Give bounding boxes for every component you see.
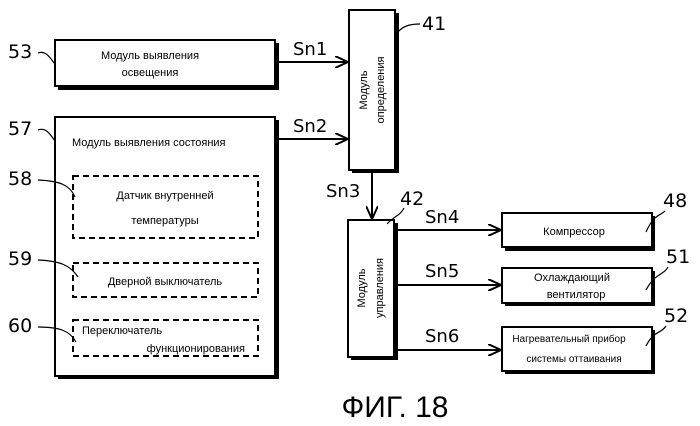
illumination-module-label-2: освещения xyxy=(122,67,179,79)
cooling-fan: Охлаждающий вентилятор xyxy=(502,268,655,306)
determination-module: Модуль определения xyxy=(349,10,399,173)
leader-line xyxy=(38,129,55,141)
defrost-heater: Нагревательный прибор системы оттаивания xyxy=(502,327,655,374)
ref-42: 42 xyxy=(400,188,424,210)
fan-label-1: Охлаждающий xyxy=(534,272,610,284)
ref-51: 51 xyxy=(666,246,690,268)
door-switch-label: Дверной выключатель xyxy=(108,276,223,288)
signal-sn2: Sn2 xyxy=(293,116,327,137)
control-label-1: Модуль xyxy=(356,268,368,307)
figure-caption: ФИГ. 18 xyxy=(342,391,449,424)
ref-59: 59 xyxy=(8,248,32,270)
determination-label-2: определения xyxy=(375,56,387,123)
leader-line xyxy=(38,52,55,64)
temp-sensor-label-1: Датчик внутренней xyxy=(116,190,213,202)
leader-line xyxy=(398,24,420,32)
ref-48: 48 xyxy=(663,190,687,212)
compressor: Компрессор xyxy=(502,213,655,251)
signal-sn5: Sn5 xyxy=(425,261,459,282)
leader-line xyxy=(387,208,404,224)
state-detection-module: Модуль выявления состояния xyxy=(55,117,279,379)
signal-sn3: Sn3 xyxy=(326,181,360,202)
heater-label-1: Нагревательный прибор xyxy=(512,333,626,345)
fan-label-2: вентилятор xyxy=(547,289,606,301)
ref-60: 60 xyxy=(8,315,32,337)
control-label-2: управления xyxy=(374,258,386,318)
signal-sn1: Sn1 xyxy=(293,39,327,60)
mode-switch-label-2: функционирования xyxy=(147,343,245,355)
state-module-title: Модуль выявления состояния xyxy=(72,137,226,149)
determination-label-1: Модуль xyxy=(358,70,370,109)
ref-58: 58 xyxy=(8,168,32,190)
illumination-detection-module: Модуль выявления освещения xyxy=(55,40,279,90)
control-module: Модуль управления xyxy=(348,220,398,360)
compressor-label: Компрессор xyxy=(543,226,605,238)
signal-sn6: Sn6 xyxy=(425,326,459,347)
ref-57: 57 xyxy=(8,118,32,140)
signal-sn4: Sn4 xyxy=(425,207,459,228)
temp-sensor-label-2: температуры xyxy=(131,215,198,227)
heater-label-2: системы оттаивания xyxy=(526,354,621,365)
illumination-module-label-1: Модуль выявления xyxy=(101,50,199,62)
mode-switch-label-1: Переключатель xyxy=(82,325,162,337)
ref-52: 52 xyxy=(664,305,688,327)
ref-53: 53 xyxy=(8,41,32,63)
ref-41: 41 xyxy=(422,13,446,35)
